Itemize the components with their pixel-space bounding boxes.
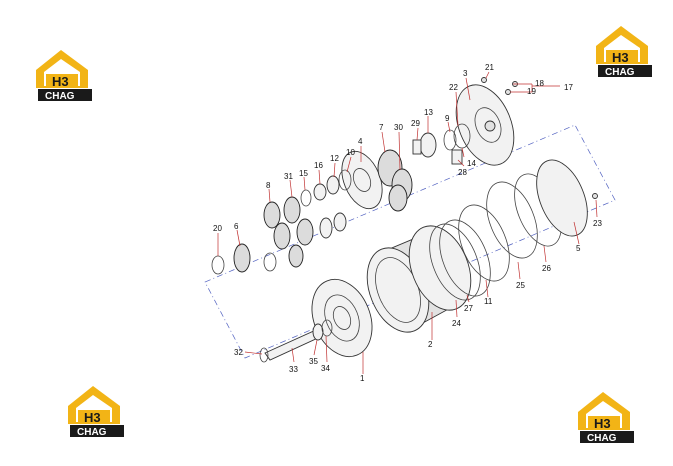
part-33-shaft	[264, 329, 321, 361]
part-31-gear	[283, 196, 301, 224]
callout-28: 28	[458, 168, 467, 177]
callout-6: 6	[234, 222, 239, 231]
logo-bottom-left: H3 CHAG	[68, 386, 124, 438]
part-34-washer	[321, 319, 333, 337]
part-8-gear	[263, 201, 281, 229]
callout-20: 20	[213, 224, 222, 233]
part-32-seal	[259, 347, 269, 363]
leader-lines	[217, 71, 598, 374]
part-19-bolt	[505, 89, 511, 95]
part-6-sun-gear	[233, 243, 251, 273]
part-25-ring	[486, 181, 538, 259]
callout-7: 7	[379, 123, 384, 132]
callout-27: 27	[464, 304, 473, 313]
part-2-housing	[366, 225, 472, 333]
callout-8: 8	[266, 181, 271, 190]
callout-30: 30	[394, 123, 403, 132]
callout-25: 25	[516, 281, 525, 290]
part-23-bolt	[592, 193, 598, 199]
callout-1: 1	[360, 374, 365, 383]
callout-19: 19	[527, 87, 536, 96]
callout-14: 14	[467, 159, 476, 168]
part-3-flange	[455, 84, 515, 166]
callout-18: 18	[535, 79, 544, 88]
svg-text:H3: H3	[594, 416, 611, 431]
part-13	[419, 132, 437, 158]
callout-4: 4	[358, 137, 363, 146]
logo-bottom-right: H3 CHAG	[578, 392, 634, 444]
part-10	[338, 169, 352, 191]
callout-21: 21	[485, 63, 494, 72]
part-9	[443, 129, 457, 151]
part-15	[300, 189, 312, 207]
svg-text:H3: H3	[52, 74, 69, 89]
part-30b-gear	[388, 184, 408, 212]
logo-top-left: H3 CHAG	[36, 50, 92, 102]
callout-5: 5	[576, 244, 581, 253]
svg-text:H3: H3	[84, 410, 101, 425]
callout-17: 17	[564, 83, 573, 92]
callout-33: 33	[289, 365, 298, 374]
callout-labels: 1 2 3 4 5 6 7 8 9 10 11 12 13 14 15 16 1…	[213, 63, 602, 383]
part-16	[313, 183, 327, 201]
callout-2: 2	[428, 340, 433, 349]
part-12	[326, 175, 340, 195]
callout-31: 31	[284, 172, 293, 181]
callout-15: 15	[299, 169, 308, 178]
svg-text:CHAG: CHAG	[45, 91, 75, 102]
callout-29: 29	[411, 119, 420, 128]
part-21-bolt	[481, 77, 487, 83]
part-35-nut	[312, 323, 324, 341]
callout-10: 10	[346, 148, 355, 157]
callout-35: 35	[309, 357, 318, 366]
part-29	[412, 139, 422, 155]
part-24-ring	[429, 223, 481, 301]
part-27-ring	[439, 219, 491, 297]
callout-26: 26	[542, 264, 551, 273]
assembly-outline	[204, 124, 616, 359]
part-28	[451, 149, 463, 165]
callout-22: 22	[449, 83, 458, 92]
callout-34: 34	[321, 364, 330, 373]
callout-12: 12	[330, 154, 339, 163]
part-20-ring	[211, 255, 225, 275]
callout-32: 32	[234, 348, 243, 357]
callout-24: 24	[452, 319, 461, 328]
part-8b-gear	[273, 222, 291, 250]
callout-3: 3	[463, 69, 468, 78]
svg-text:H3: H3	[612, 50, 629, 65]
callout-16: 16	[314, 161, 323, 170]
callout-9: 9	[445, 114, 450, 123]
svg-text:CHAG: CHAG	[605, 67, 635, 78]
logo-top-right: H3 CHAG	[596, 26, 652, 78]
callout-11: 11	[484, 297, 493, 306]
callout-13: 13	[424, 108, 433, 117]
part-31b-gear	[296, 218, 314, 246]
callout-23: 23	[593, 219, 602, 228]
svg-text:CHAG: CHAG	[587, 433, 617, 444]
svg-text:CHAG: CHAG	[77, 427, 107, 438]
part-11-ring	[458, 204, 510, 282]
